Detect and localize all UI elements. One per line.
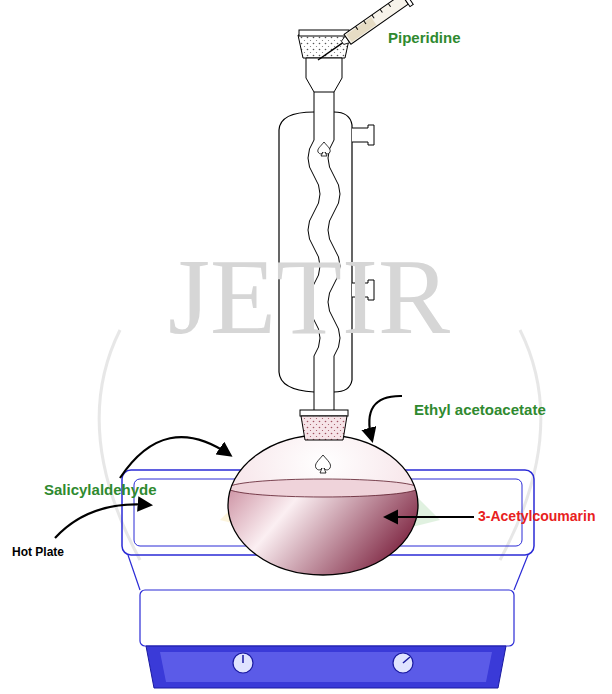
label-text: Piperidine: [388, 29, 461, 46]
label-text: JETIR: [168, 237, 450, 356]
label-text: Ethyl acetoacetate: [414, 401, 546, 418]
equipment-label: Hot Plate: [12, 546, 64, 559]
label-text: 3-Acetylcoumarin: [478, 508, 595, 524]
label-text: Hot Plate: [12, 545, 64, 559]
hot-plate: [122, 470, 534, 688]
label-text: Salicylaldehyde: [44, 481, 157, 498]
reflux-condenser: [279, 30, 374, 440]
reagent-label: Ethyl acetoacetate: [414, 402, 546, 419]
pointer-arrows: [55, 396, 474, 538]
watermark: JETIR: [168, 238, 450, 357]
reagent-label: Salicylaldehyde: [44, 482, 157, 499]
reagent-label: Piperidine: [388, 30, 461, 47]
round-bottom-flask: [220, 425, 430, 588]
product-label: 3-Acetylcoumarin: [478, 509, 595, 524]
